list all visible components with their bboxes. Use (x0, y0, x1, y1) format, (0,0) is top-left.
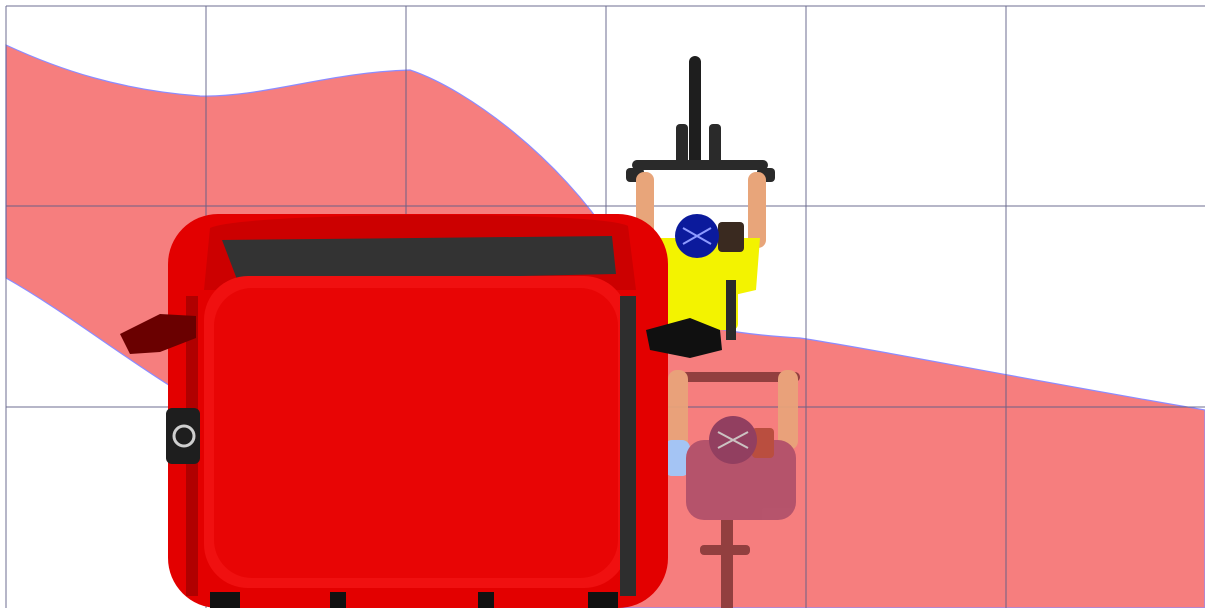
seat-stay-right (726, 280, 736, 340)
rear-post-1 (210, 592, 240, 608)
ghost-right-arm (778, 370, 798, 450)
handlebar (632, 160, 768, 170)
roof-panel (214, 288, 618, 578)
backpack (718, 222, 744, 252)
fork-right (709, 124, 721, 164)
right-side-trim (620, 296, 636, 596)
front-wheel (689, 56, 701, 166)
truck (120, 214, 722, 608)
ghost-rear-wheel (721, 520, 733, 608)
rear-post-4 (588, 592, 618, 608)
fork-left (676, 124, 688, 164)
rear-post-2 (330, 592, 346, 608)
ghost-left-arm (668, 370, 688, 450)
windshield (222, 236, 616, 282)
rear-post-3 (478, 592, 494, 608)
right-arm (748, 172, 766, 248)
ghost-saddle (700, 545, 750, 555)
